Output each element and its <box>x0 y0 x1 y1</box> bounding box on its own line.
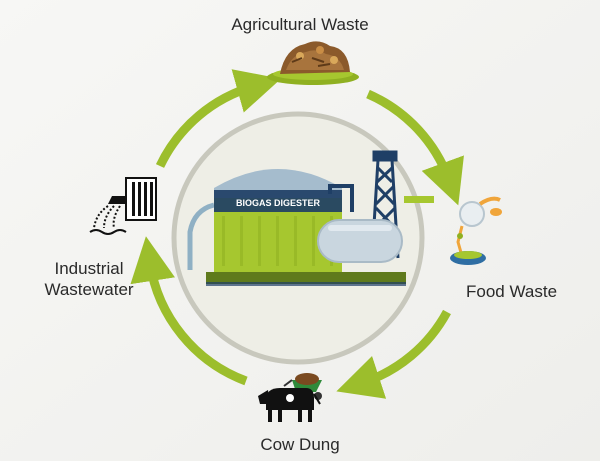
cow-dung-icon <box>258 373 322 422</box>
digester-sign: BIOGAS DIGESTER <box>236 198 321 208</box>
label-food-waste: Food Waste <box>466 282 558 301</box>
food-waste-icon <box>450 196 502 265</box>
gas-pipe <box>328 184 354 212</box>
arrow-industrial-to-agri <box>155 69 281 168</box>
label-cow-dung: Cow Dung <box>260 435 340 454</box>
label-industrial-wastewater: Industrial Wastewater <box>34 258 144 300</box>
agricultural-waste-icon <box>267 41 359 85</box>
digester-sign-band <box>214 190 342 212</box>
arrow-cow-to-industrial <box>130 236 248 386</box>
arrow-food-to-cow <box>336 309 451 399</box>
label-industrial-line1: Industrial <box>54 259 124 278</box>
inlet-pipe <box>187 202 215 270</box>
cycle-arrows <box>130 69 464 399</box>
outlet-pipe <box>404 196 434 203</box>
biogas-plant-illustration: BIOGAS DIGESTER <box>187 150 434 286</box>
ground-base <box>206 272 406 284</box>
arrow-agri-to-food <box>366 89 464 206</box>
industrial-wastewater-icon <box>89 177 157 235</box>
label-agricultural-waste: Agricultural Waste <box>231 15 369 34</box>
label-industrial-line2: Wastewater <box>44 280 134 299</box>
